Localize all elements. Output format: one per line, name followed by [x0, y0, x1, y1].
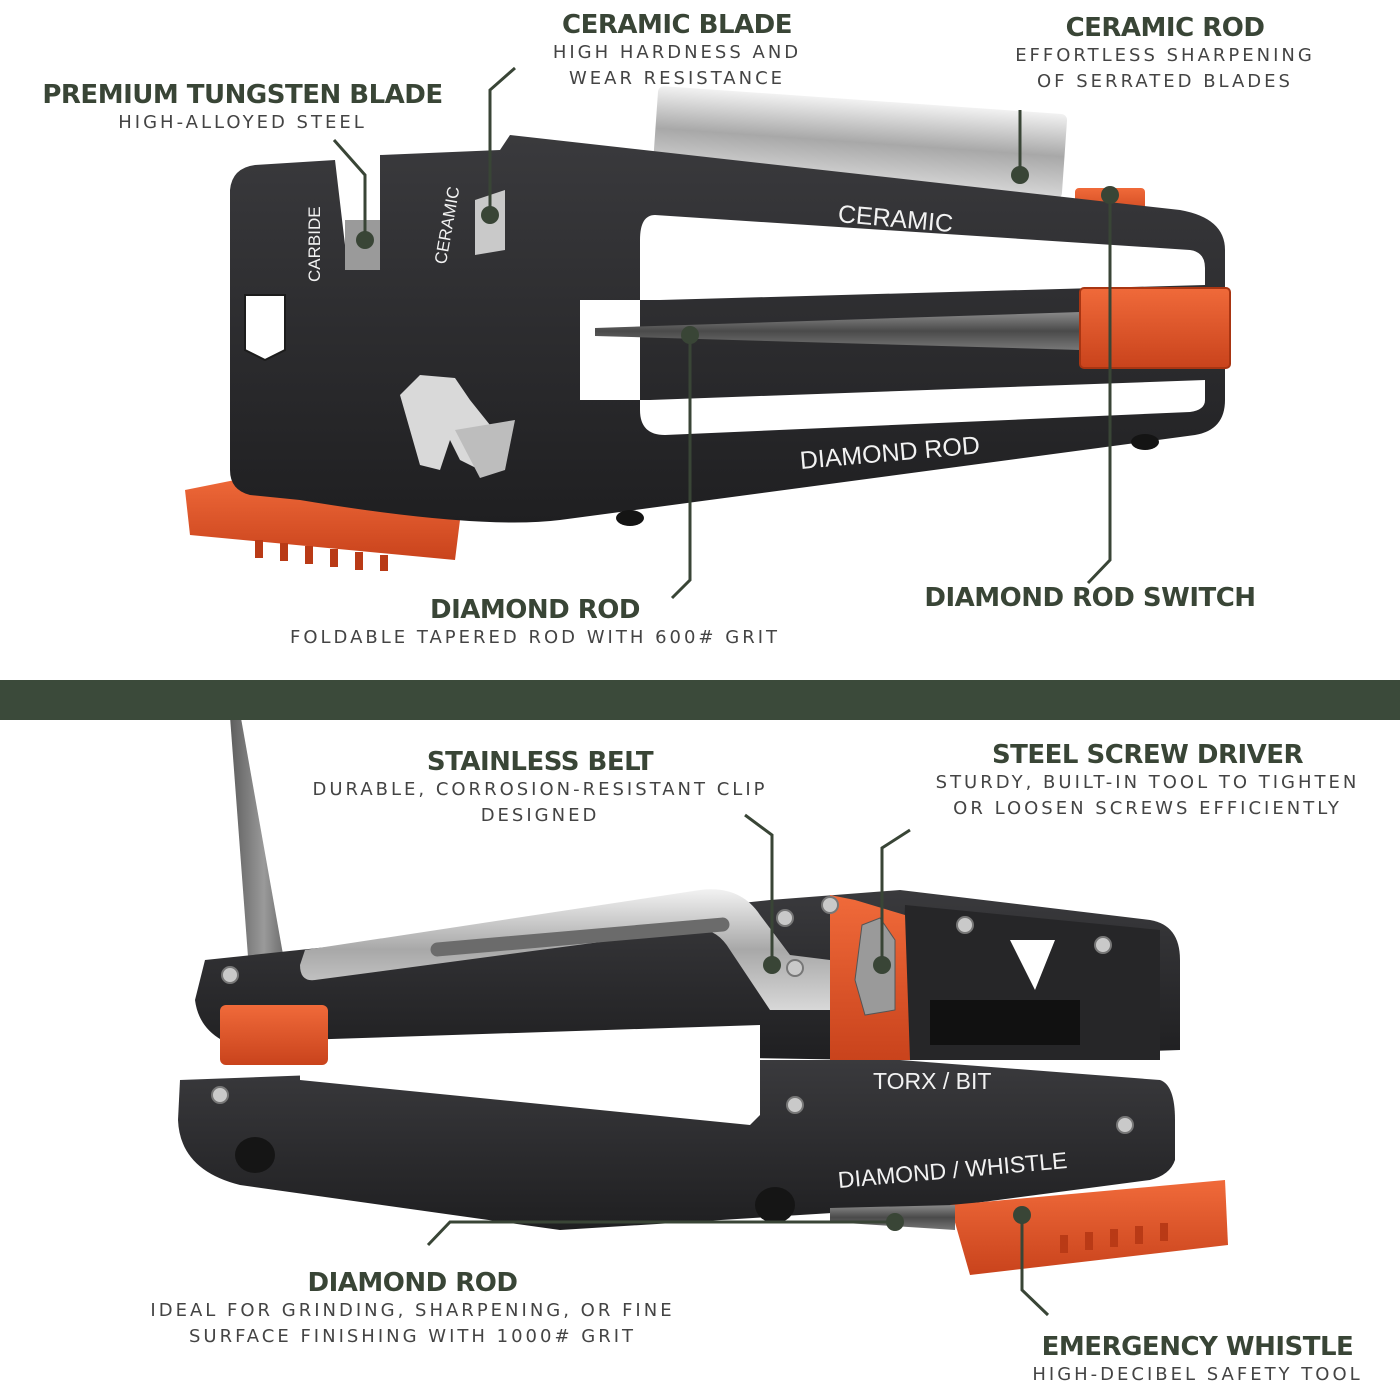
front-arm-shape	[178, 1060, 1175, 1230]
callout-desc: STURDY, BUILT-IN TOOL TO TIGHTEN	[935, 772, 1360, 793]
callout-desc: OR LOOSEN SCREWS EFFICIENTLY	[953, 798, 1342, 819]
whistle-shape	[950, 1180, 1228, 1275]
front-arm-cutout	[300, 1025, 760, 1125]
callout-desc: HIGH-DECIBEL SAFETY TOOL	[1032, 1364, 1363, 1385]
callout-title: STEEL SCREW DRIVER	[991, 740, 1304, 770]
screws	[211, 896, 1134, 1134]
bottom-multitool	[178, 690, 1228, 1275]
callout-ceramic-rod: CERAMIC ROD EFFORTLESS SHARPENING OF SER…	[985, 13, 1345, 95]
callout-title: DIAMOND ROD	[430, 595, 640, 625]
callout-ceramic-blade: CERAMIC BLADE HIGH HARDNESS AND WEAR RES…	[522, 10, 832, 92]
callout-title: PREMIUM TUNGSTEN BLADE	[42, 80, 443, 110]
wolf-logo-icon	[400, 375, 515, 478]
callout-title: STAINLESS BELT	[426, 747, 654, 777]
diamond-rod-shape	[595, 312, 1080, 350]
callout-diamond-rod-top: DIAMOND ROD FOLDABLE TAPERED ROD WITH 60…	[255, 595, 815, 651]
bottom-leader-lines	[426, 813, 1050, 1317]
callout-desc: HIGH-ALLOYED STEEL	[118, 112, 367, 133]
callout-desc: DURABLE, CORROSION-RESISTANT CLIP	[312, 779, 768, 800]
orange-foot	[185, 475, 460, 560]
top-body-cutout	[580, 215, 1205, 435]
callout-desc: WEAR RESISTANCE	[568, 68, 786, 89]
callout-diamond-rod-bottom: DIAMOND ROD IDEAL FOR GRINDING, SHARPENI…	[120, 1268, 705, 1350]
top-sharpener	[185, 86, 1231, 571]
callout-desc: IDEAL FOR GRINDING, SHARPENING, OR FINE	[150, 1300, 675, 1321]
callout-desc: EFFORTLESS SHARPENING	[1015, 45, 1315, 66]
callout-emergency-whistle: EMERGENCY WHISTLE HIGH-DECIBEL SAFETY TO…	[1010, 1332, 1385, 1388]
pivot-block	[220, 1005, 328, 1065]
bit-slot	[930, 1000, 1080, 1045]
rod-holder	[1080, 288, 1230, 368]
callout-tungsten-blade: PREMIUM TUNGSTEN BLADE HIGH-ALLOYED STEE…	[10, 80, 475, 136]
hanging-hole	[244, 294, 286, 362]
top-leader-lines	[332, 66, 1112, 600]
belt-clip-shape	[300, 889, 830, 1010]
callout-title: DIAMOND ROD	[307, 1268, 518, 1298]
callout-title: EMERGENCY WHISTLE	[1041, 1332, 1354, 1362]
callout-desc: SURFACE FINISHING WITH 1000# GRIT	[188, 1326, 637, 1347]
top-leader-dots	[356, 166, 1119, 344]
callout-desc: DESIGNED	[480, 805, 600, 826]
callout-desc: HIGH HARDNESS AND	[552, 42, 802, 63]
callout-diamond-rod-switch: DIAMOND ROD SWITCH	[900, 583, 1280, 613]
torx-label: TORX / BIT	[873, 1068, 992, 1094]
section-divider	[0, 680, 1400, 720]
callout-desc: FOLDABLE TAPERED ROD WITH 600# GRIT	[289, 627, 780, 648]
callout-screw-driver: STEEL SCREW DRIVER STURDY, BUILT-IN TOOL…	[905, 740, 1390, 822]
callout-stainless-belt: STAINLESS BELT DURABLE, CORROSION-RESIST…	[280, 747, 800, 829]
carbide-label: CARBIDE	[305, 206, 324, 282]
foot-ridges	[255, 540, 388, 571]
bottom-leader-dots	[763, 956, 1031, 1231]
callout-desc: OF SERRATED BLADES	[1037, 71, 1293, 92]
callout-title: CERAMIC ROD	[1065, 13, 1265, 43]
callout-title: CERAMIC BLADE	[561, 10, 793, 40]
callout-title: DIAMOND ROD SWITCH	[924, 583, 1256, 613]
